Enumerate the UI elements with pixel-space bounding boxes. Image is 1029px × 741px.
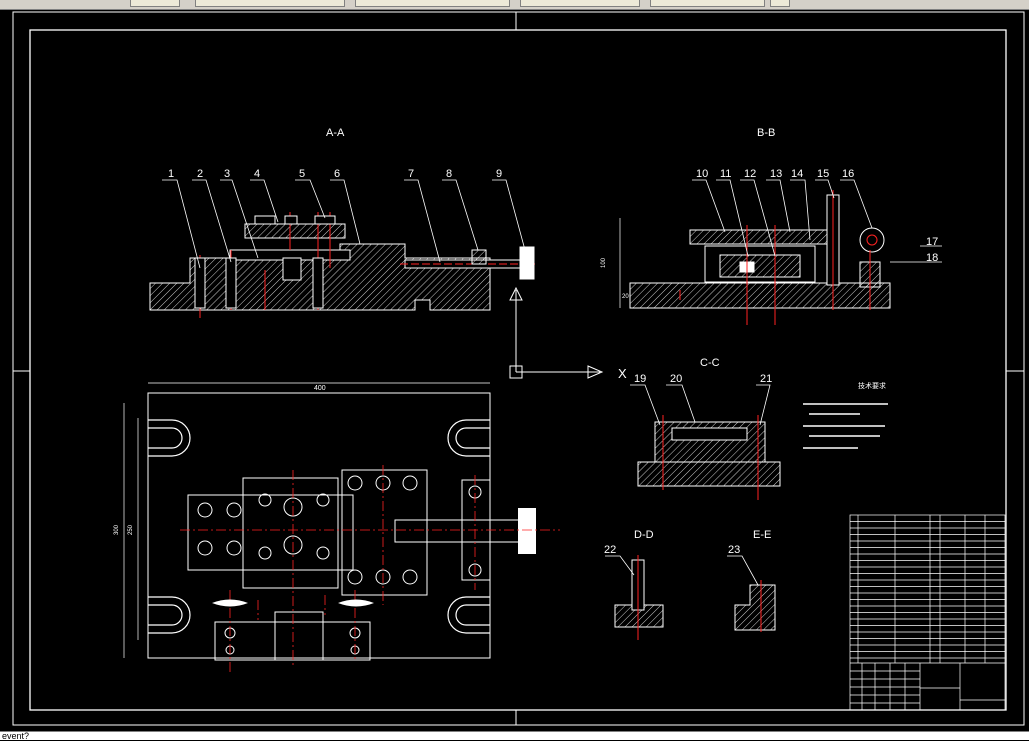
balloon-5: 5: [299, 168, 305, 180]
balloon-10: 10: [696, 168, 708, 180]
plan-dim-height-1: 300: [114, 524, 120, 535]
balloon-14: 14: [791, 168, 803, 180]
section-ee-view: E-E 23: [727, 529, 776, 632]
balloon-15: 15: [817, 168, 829, 180]
balloon-12: 12: [744, 168, 756, 180]
toolbar-dropdown-plotstyle[interactable]: [770, 0, 790, 7]
balloon-6: 6: [334, 168, 340, 180]
plan-dim-width: 400: [314, 385, 326, 392]
balloon-22: 22: [604, 544, 616, 556]
balloon-9: 9: [496, 168, 502, 180]
balloon-1: 1: [168, 168, 174, 180]
plan-dim-height-2: 250: [128, 524, 134, 535]
bb-dim-height: 100: [601, 257, 607, 268]
balloon-19: 19: [634, 373, 646, 385]
parts-list-and-title-block: [849, 514, 1006, 711]
section-cc-view: C-C 19 20 21: [630, 357, 781, 500]
section-aa-label: A-A: [326, 127, 345, 139]
balloon-4: 4: [254, 168, 260, 180]
toolbar-dropdown-linetype[interactable]: [520, 0, 640, 7]
toolbar-button-1[interactable]: [130, 0, 180, 7]
drawing-canvas[interactable]: A-A: [0, 9, 1029, 731]
section-bb-view: B-B 100 20: [601, 127, 942, 325]
plan-view: 400 300 250: [114, 382, 560, 675]
balloon-7: 7: [408, 168, 414, 180]
sheet-outer-border: [12, 11, 1025, 726]
command-line[interactable]: event?: [0, 731, 1029, 741]
balloon-17: 17: [926, 236, 938, 248]
balloon-8: 8: [446, 168, 452, 180]
section-bb-label: B-B: [757, 127, 775, 139]
toolbar-dropdown-color[interactable]: [355, 0, 510, 7]
autocad-toolbar: [0, 0, 1029, 10]
technical-requirements: 技术要求: [803, 381, 888, 449]
bb-dim-small: 20: [622, 294, 629, 300]
balloon-3: 3: [224, 168, 230, 180]
section-ee-label: E-E: [753, 529, 771, 541]
section-dd-label: D-D: [634, 529, 654, 541]
ucs-x-label: X: [618, 366, 627, 381]
balloon-2: 2: [197, 168, 203, 180]
balloon-21: 21: [760, 373, 772, 385]
sheet-inner-border: [29, 29, 1007, 711]
section-aa-view: A-A: [149, 127, 535, 318]
toolbar-dropdown-lineweight[interactable]: [650, 0, 765, 7]
tech-title: 技术要求: [858, 381, 886, 390]
balloon-20: 20: [670, 373, 682, 385]
section-cc-label: C-C: [700, 357, 720, 369]
balloon-11: 11: [720, 168, 731, 180]
balloon-23: 23: [728, 544, 740, 556]
ucs-icon: X: [509, 286, 627, 381]
section-dd-view: D-D 22: [604, 529, 664, 640]
toolbar-dropdown-layer[interactable]: [195, 0, 345, 7]
balloon-18: 18: [926, 252, 938, 264]
command-line-text: event?: [2, 731, 30, 741]
balloon-16: 16: [842, 168, 854, 180]
balloon-13: 13: [770, 168, 782, 180]
